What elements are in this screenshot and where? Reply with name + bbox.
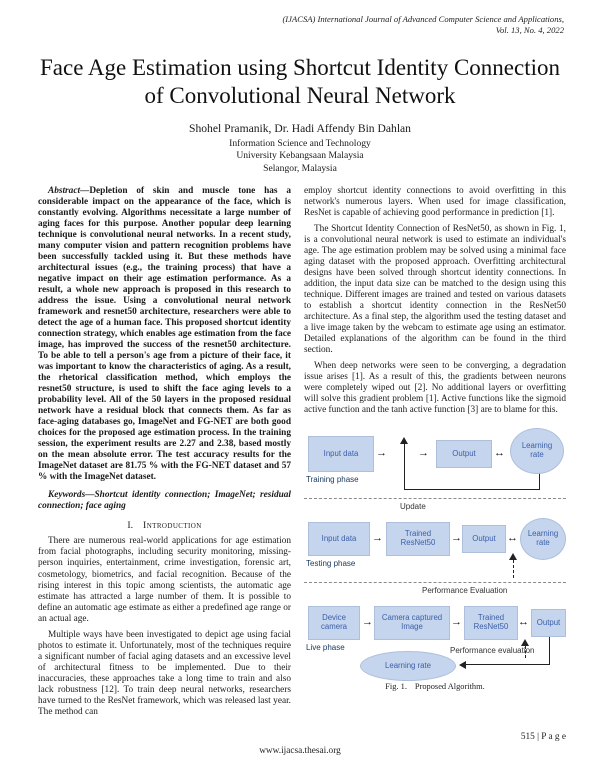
- output-to-learning-rate-line: [466, 637, 550, 666]
- figure-node-learning-rate-training: Learning rate: [510, 428, 564, 475]
- abstract-label: Abstract—: [48, 186, 90, 196]
- performance-evaluation-label: Performance Evaluation: [422, 586, 508, 596]
- figure-node-input-data-training: Input data: [308, 436, 374, 473]
- update-label: Update: [400, 502, 426, 512]
- section-title: Introduction: [143, 520, 202, 532]
- abstract-text: Depletion of skin and muscle tone has a …: [38, 186, 291, 483]
- arrow-right-icon: →: [376, 447, 387, 460]
- right-paragraph-3: When deep networks were seen to be conve…: [304, 361, 566, 416]
- arrow-both-icon: ↔: [494, 447, 505, 460]
- arrow-both-icon: ↔: [518, 616, 529, 629]
- arrow-right-icon: →: [372, 532, 383, 545]
- arrow-up-icon: [400, 437, 408, 445]
- performance-evaluation-dashed-line: [513, 560, 514, 579]
- section-heading-introduction: I. Introduction: [38, 520, 291, 531]
- arrow-both-icon: ↔: [507, 532, 518, 545]
- live-phase-label: Live phase: [306, 643, 345, 653]
- arrow-right-icon: →: [451, 532, 462, 545]
- training-phase-label: Training phase: [306, 475, 359, 485]
- footer-url: www.ijacsa.thesai.org: [259, 746, 341, 756]
- affiliation-university: University Kebangsaan Malaysia: [236, 150, 364, 162]
- figure-node-camera-captured-image: Camera captured Image: [374, 606, 450, 641]
- arrow-right-icon: →: [451, 616, 462, 629]
- arrow-left-icon: [459, 661, 466, 670]
- keywords-text: Shortcut identity connection; ImageNet; …: [38, 490, 291, 512]
- keywords-label: Keywords—: [48, 490, 95, 501]
- figure-node-input-data-testing: Input data: [308, 522, 370, 557]
- intro-paragraph-2: Multiple ways have been investigated to …: [38, 629, 291, 717]
- arrow-up-icon: [521, 639, 529, 647]
- figure-node-output-live: Output: [531, 609, 566, 638]
- figure-node-output-testing: Output: [462, 525, 506, 554]
- figure-divider: [304, 582, 566, 584]
- figure-divider: [304, 498, 566, 500]
- figure-node-learning-rate-live: Learning rate: [360, 651, 456, 682]
- testing-phase-label: Testing phase: [306, 559, 356, 569]
- two-column-body: Abstract—Depletion of skin and muscle to…: [38, 186, 566, 723]
- paper-title: Face Age Estimation using Shortcut Ident…: [40, 55, 560, 109]
- author-block: Shohel Pramanik, Dr. Hadi Affendy Bin Da…: [40, 122, 560, 175]
- figure-caption-text: Proposed Algorithm.: [414, 682, 485, 692]
- figure-node-trained-resnet50-live: Trained ResNet50: [464, 606, 518, 641]
- right-column: employ shortcut identity connections to …: [304, 186, 566, 723]
- author-names: Shohel Pramanik, Dr. Hadi Affendy Bin Da…: [189, 122, 411, 135]
- abstract-paragraph: Abstract—Depletion of skin and muscle to…: [38, 186, 291, 483]
- intro-paragraph-1: There are numerous real-world applicatio…: [38, 536, 291, 624]
- journal-volume: Vol. 13, No. 4, 2022: [495, 25, 564, 36]
- right-paragraph-2: The Shortcut Identity Connection of ResN…: [304, 224, 566, 356]
- figure-caption: Fig. 1. Proposed Algorithm.: [304, 682, 566, 691]
- keywords-paragraph: Keywords—Shortcut identity connection; I…: [38, 490, 291, 512]
- figure-caption-label: Fig. 1.: [385, 682, 407, 692]
- figure-1-proposed-algorithm: Input data → → Output ↔ Learning rate Tr…: [304, 424, 566, 702]
- figure-node-learning-rate-testing: Learning rate: [520, 518, 566, 561]
- left-column: Abstract—Depletion of skin and muscle to…: [38, 186, 291, 723]
- affiliation-location: Selangor, Malaysia: [263, 162, 337, 174]
- journal-header: (IJACSA) International Journal of Advanc…: [282, 14, 564, 36]
- right-paragraph-1: employ shortcut identity connections to …: [304, 186, 566, 219]
- figure-node-trained-resnet50-testing: Trained ResNet50: [386, 522, 450, 557]
- arrow-right-icon: →: [418, 447, 429, 460]
- arrow-up-icon: [509, 553, 517, 561]
- page-number: 515 | P a g e: [520, 732, 566, 742]
- arrow-right-icon: →: [362, 616, 373, 629]
- journal-name: (IJACSA) International Journal of Advanc…: [282, 14, 564, 24]
- performance-evaluation-dashed-line: [525, 646, 526, 659]
- affiliation-department: Information Science and Technology: [229, 138, 371, 149]
- section-number: I.: [127, 520, 134, 532]
- figure-node-device-camera: Device camera: [308, 606, 360, 641]
- performance-evaluation-label: Performance evaluation: [450, 646, 535, 656]
- figure-node-output-training: Output: [436, 440, 492, 469]
